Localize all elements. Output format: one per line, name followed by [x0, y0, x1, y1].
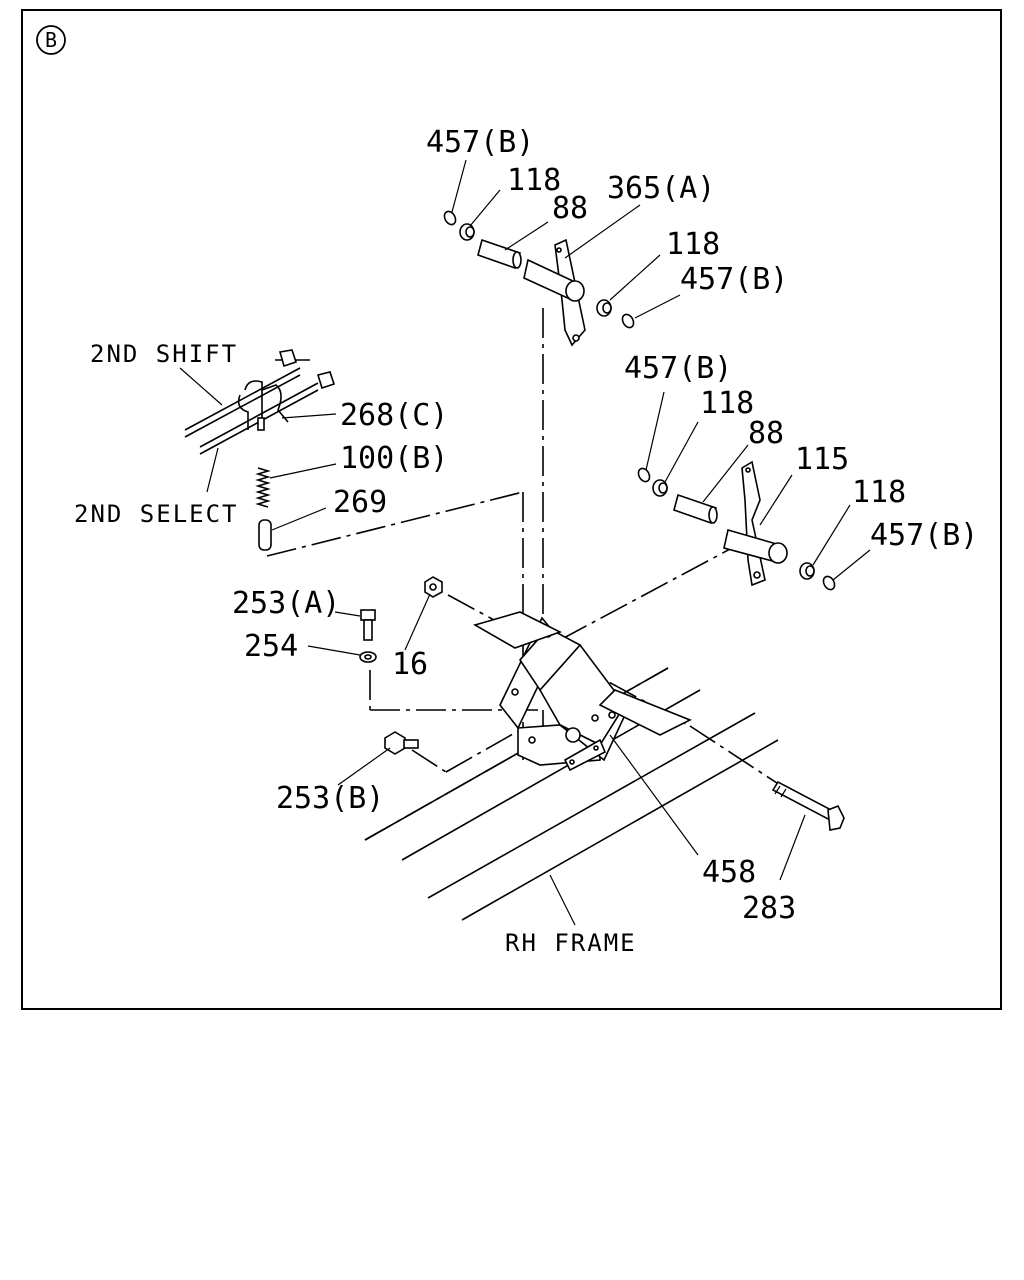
bolt-253a: [360, 609, 376, 641]
label-2nd-select: 2ND SELECT: [74, 500, 239, 528]
callout-88-mid: 88: [748, 416, 784, 451]
callout-457b-top-right: 457(B): [680, 262, 788, 297]
callout-253b: 253(B): [276, 781, 384, 816]
spring-100b: [255, 467, 271, 508]
callout-457b-mid-right: 457(B): [870, 518, 978, 553]
callout-labels: 457(B) 118 88 365(A) 118 457(B) 457(B) 1…: [232, 125, 978, 926]
callout-100b: 100(B): [340, 441, 448, 476]
lever-365a-assembly: [443, 210, 635, 347]
bolt-283: [771, 780, 845, 831]
callout-254: 254: [244, 629, 298, 664]
section-marker: B: [36, 25, 66, 55]
callout-457b-top: 457(B): [426, 125, 534, 160]
shift-select-rods: [184, 349, 336, 455]
washer-254: [359, 651, 377, 663]
callout-253a: 253(A): [232, 586, 340, 621]
diagram-frame: [21, 9, 1002, 1010]
callout-268c: 268(C): [340, 398, 448, 433]
callout-118-top-right: 118: [666, 227, 720, 262]
callout-457b-mid: 457(B): [624, 351, 732, 386]
callout-269: 269: [333, 485, 387, 520]
lever-115-assembly: [637, 460, 836, 591]
callout-365a: 365(A): [607, 171, 715, 206]
leader-lines: [179, 159, 871, 926]
callout-458: 458: [702, 855, 756, 890]
pin-269: [258, 519, 272, 551]
section-marker-letter: B: [45, 28, 57, 52]
bracket-458: [472, 611, 692, 772]
label-rh-frame: RH FRAME: [505, 929, 637, 957]
label-2nd-shift: 2ND SHIFT: [90, 340, 238, 368]
callout-283: 283: [742, 891, 796, 926]
callout-88-top: 88: [552, 191, 588, 226]
callout-118-mid-right: 118: [852, 475, 906, 510]
callout-118-mid-left: 118: [700, 386, 754, 421]
text-labels: 2ND SHIFT 2ND SELECT RH FRAME: [74, 340, 637, 957]
callout-16: 16: [392, 647, 428, 682]
nut-16: [424, 576, 443, 598]
callout-118-top-left: 118: [507, 163, 561, 198]
callout-115: 115: [795, 442, 849, 477]
